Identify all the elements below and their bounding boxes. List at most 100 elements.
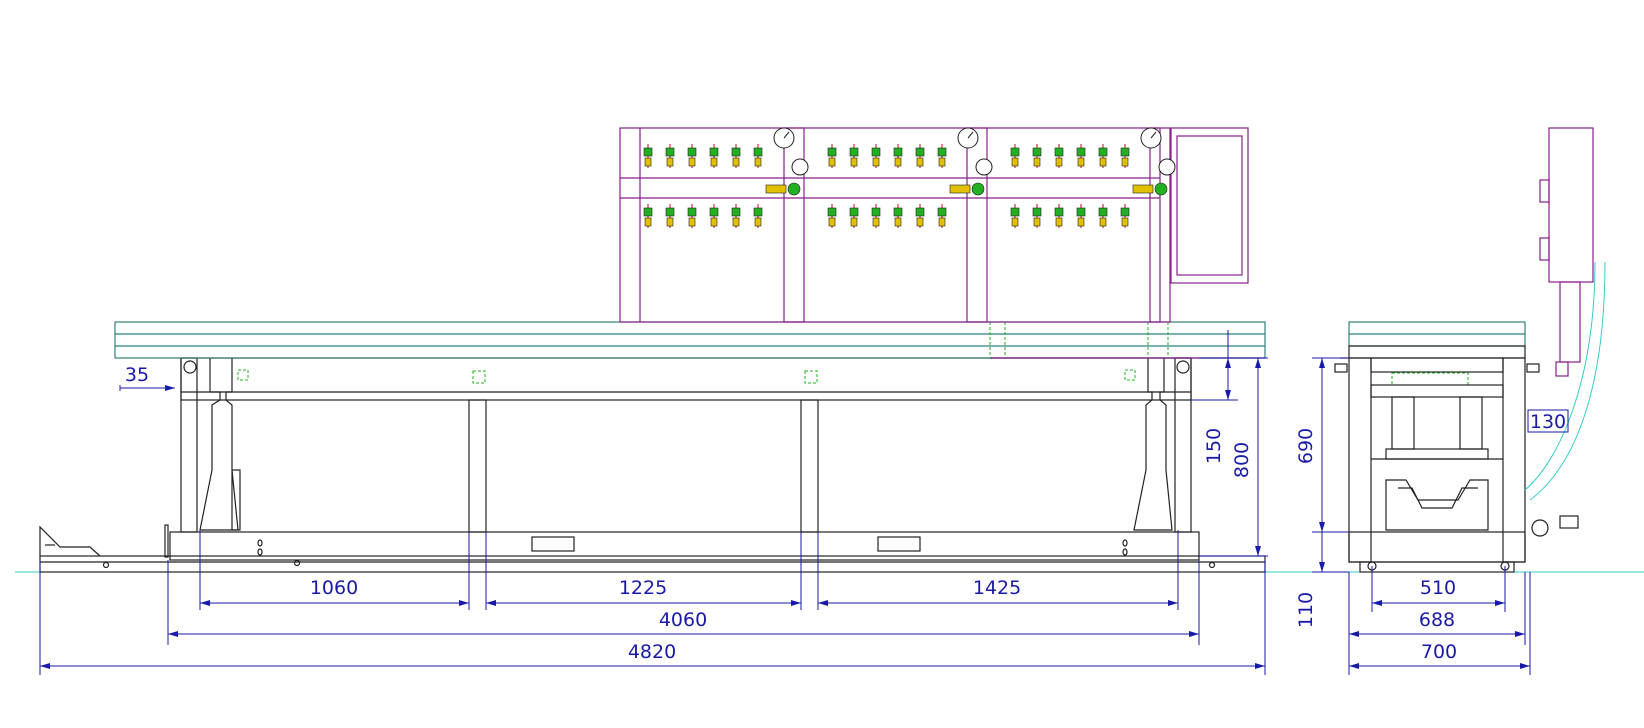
display-panel [1170,127,1249,284]
side-view [39,127,1266,573]
valve-icon [1098,144,1108,168]
valve-icon [1054,204,1064,228]
valve-icon [871,144,881,168]
valve-icon [753,144,763,168]
valve-icon [1032,144,1042,168]
dim-arrow [1189,631,1199,637]
dim-arrow [1168,600,1178,606]
dim-800: 800 [1231,442,1253,478]
lift-cylinder [199,358,239,531]
valve-icon [687,204,697,228]
dim-arrow [200,600,210,606]
valve-icon [827,144,837,168]
valve-icon [643,144,653,168]
top-beam [180,357,1192,401]
cradle [1385,479,1489,531]
valve-icon [915,144,925,168]
regulator-icon [949,182,985,196]
dim-4060: 4060 [659,609,707,631]
dim-arrow [791,600,801,606]
dim-arrow [1319,522,1325,532]
dim-arrow [1520,663,1530,669]
valve-icon [1120,204,1130,228]
dim-arrow [1349,663,1359,669]
valve-icon [1010,144,1020,168]
valve-icon [1098,204,1108,228]
valve-icon [937,204,947,228]
valve-icon [1032,204,1042,228]
valve-icon [827,204,837,228]
regulator-icon [1132,182,1168,196]
valve-icon [709,144,719,168]
dim-arrow [1225,358,1231,368]
valve-icon [731,144,741,168]
valve-icon [1076,144,1086,168]
valve-icon [937,144,947,168]
dim-arrow [1225,390,1231,400]
table-top [114,321,1266,359]
dim-4820: 4820 [628,641,676,663]
base-slot [877,536,921,552]
dim-arrow [486,600,496,606]
end-view [1334,127,1606,573]
valve-icon [1076,204,1086,228]
dim-1425: 1425 [973,577,1021,599]
dim-arrow [1372,600,1382,606]
valve-icon [1120,144,1130,168]
dim-arrow [1319,562,1325,572]
gauge-icon [773,127,809,176]
dim-690: 690 [1295,428,1317,464]
dim-arrow [1515,631,1525,637]
dim-arrow [40,663,50,669]
base-rail [39,555,1266,573]
dim-110: 110 [1295,592,1317,628]
dim-arrow [1495,600,1505,606]
dim-35: 35 [125,364,149,386]
valve-icon [893,144,903,168]
dim-arrow [168,631,178,637]
dim-arrow [818,600,828,606]
valve-icon [849,144,859,168]
valve-icon [1010,204,1020,228]
dim-arrow [1319,358,1325,368]
end-control-box [1548,127,1594,283]
base-frame [169,531,1200,561]
dim-arrow [459,600,469,606]
gauge-icon [957,127,993,176]
valve-icon [893,204,903,228]
dim-1225: 1225 [619,577,667,599]
dim-150: 150 [1203,428,1225,464]
dimensions: 1060 1225 1425 4060 4820 35 150 800 690 … [39,330,1569,675]
valve-icon [665,144,675,168]
dim-arrow [1255,358,1261,368]
frame-post [800,399,819,533]
regulator-icon [765,182,801,196]
frame-post [180,357,198,533]
dim-688: 688 [1419,609,1455,631]
valve-icon [665,204,675,228]
frame-post [1174,357,1192,533]
control-panel [619,127,1249,323]
base-slot [531,536,575,552]
dim-510: 510 [1420,577,1456,599]
valve-icon [849,204,859,228]
valve-icon [915,204,925,228]
frame-post [468,399,487,533]
left-bracket [39,525,101,557]
valve-icon [643,204,653,228]
lift-cylinder [1133,358,1173,531]
valve-icon [731,204,741,228]
dim-arrow [1255,546,1261,556]
dim-700: 700 [1421,641,1457,663]
dim-1060: 1060 [310,577,358,599]
dim-130: 130 [1530,411,1566,433]
valve-icon [871,204,881,228]
valve-icon [687,144,697,168]
dim-arrow [165,385,175,391]
gauge-icon [1140,127,1176,176]
valve-icon [709,204,719,228]
valve-icon [1054,144,1064,168]
dim-arrow [1255,663,1265,669]
dim-arrow [1349,631,1359,637]
